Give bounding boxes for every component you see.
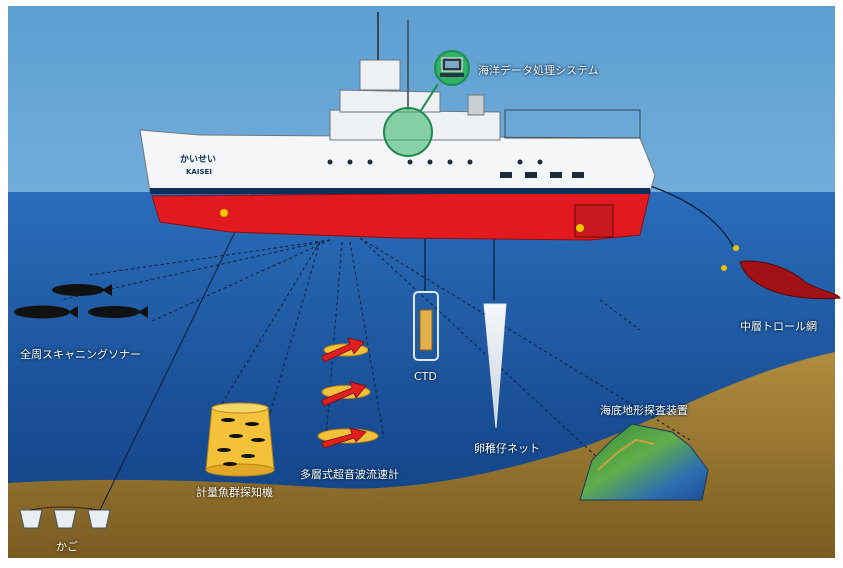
data-system-callout-line (419, 83, 439, 113)
egg-larva-net (483, 303, 507, 429)
label-full-scanning-sonar: 全周スキャニングソナー (20, 348, 141, 361)
label-ctd: CTD (414, 370, 437, 383)
data-system-highlight (383, 107, 433, 157)
label-midwater-trawl: 中層トロール網 (740, 320, 817, 333)
ship-name-kana: かいせい (180, 154, 216, 165)
trawl-warp (649, 185, 736, 251)
ship-name-roman: KAISEI (186, 168, 212, 176)
label-basket-trap: かご (56, 540, 78, 553)
label-adcp: 多層式超音波流速計 (300, 468, 399, 481)
label-ocean-data-system: 海洋データ処理システム (478, 64, 599, 77)
sonar-beams (59, 237, 691, 461)
midwater-trawl-net (721, 245, 841, 300)
ctd-instrument (413, 291, 439, 361)
seafloor-terrain-model (579, 423, 709, 501)
trap-rope (29, 506, 101, 511)
computer-icon (440, 57, 464, 77)
echosounder-fish-school (205, 402, 275, 477)
label-quantitative-echosounder: 計量魚群探知機 (196, 486, 273, 499)
fish-icon (14, 284, 148, 319)
seabed (8, 352, 835, 558)
basket-traps (19, 509, 111, 529)
label-seafloor-survey: 海底地形探査装置 (600, 404, 688, 417)
adcp-layers (317, 337, 379, 449)
label-egg-larva-net: 卵稚仔ネット (474, 442, 540, 455)
arrow-icon (321, 337, 367, 449)
